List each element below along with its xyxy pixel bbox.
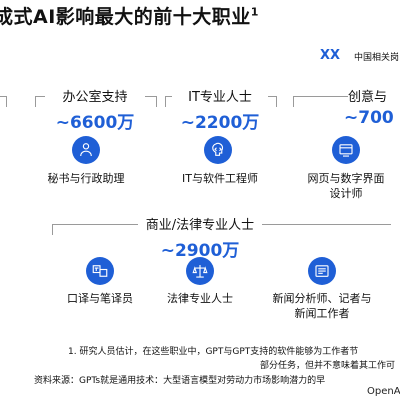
- group-label-creative: 创意与: [348, 86, 400, 105]
- people-icon: [72, 136, 100, 164]
- legend-text: 中国相关岗: [354, 53, 400, 63]
- web-design-icon: [332, 136, 360, 164]
- footnote-1-cont: 部分任务，但并不意味着其工作可: [260, 361, 396, 371]
- code-head-icon: [204, 136, 232, 164]
- job-web-designer-line2: 设计师: [329, 187, 363, 200]
- job-news-analyst-line2: 新闻工作者: [294, 307, 350, 320]
- group-label-business-legal: 商业/法律专业人士: [138, 214, 262, 233]
- law-scale-icon: [186, 257, 214, 285]
- page-title: 成式AI影响最大的前十大职业1: [0, 5, 259, 28]
- source-note: 资料来源：GPTs就是通用技术：大型语言模型对劳动力市场影响潜力的早: [34, 376, 326, 386]
- job-secretary: 秘书与行政助理: [47, 172, 125, 185]
- job-it-engineer: IT与软件工程师: [182, 172, 258, 185]
- group-value-office: ~6600万: [55, 113, 135, 133]
- bracket-creative: [293, 96, 400, 107]
- brand-text: OpenA: [367, 386, 400, 397]
- news-icon: [308, 257, 336, 285]
- group-value-it: ~2200万: [180, 113, 260, 133]
- job-translator: 口译与笔译员: [67, 292, 133, 305]
- bracket-left-partial: [0, 96, 7, 107]
- job-news-analyst: 新闻分析师、记者与: [272, 292, 372, 305]
- group-label-it: IT专业人士: [172, 86, 268, 105]
- legend-marker: XX: [320, 48, 341, 63]
- footnote-1: 1. 研究人员估计，在这些职业中，GPT与GPT支持的软件能够为工作者节: [68, 347, 359, 357]
- group-label-office: 办公室支持: [45, 86, 145, 105]
- group-value-creative: ~700: [344, 108, 394, 128]
- job-legal: 法律专业人士: [167, 292, 233, 305]
- translate-icon: [86, 257, 114, 285]
- job-web-designer: 网页与数字界面: [307, 172, 385, 185]
- group-value-business-legal: ~2900万: [160, 241, 240, 261]
